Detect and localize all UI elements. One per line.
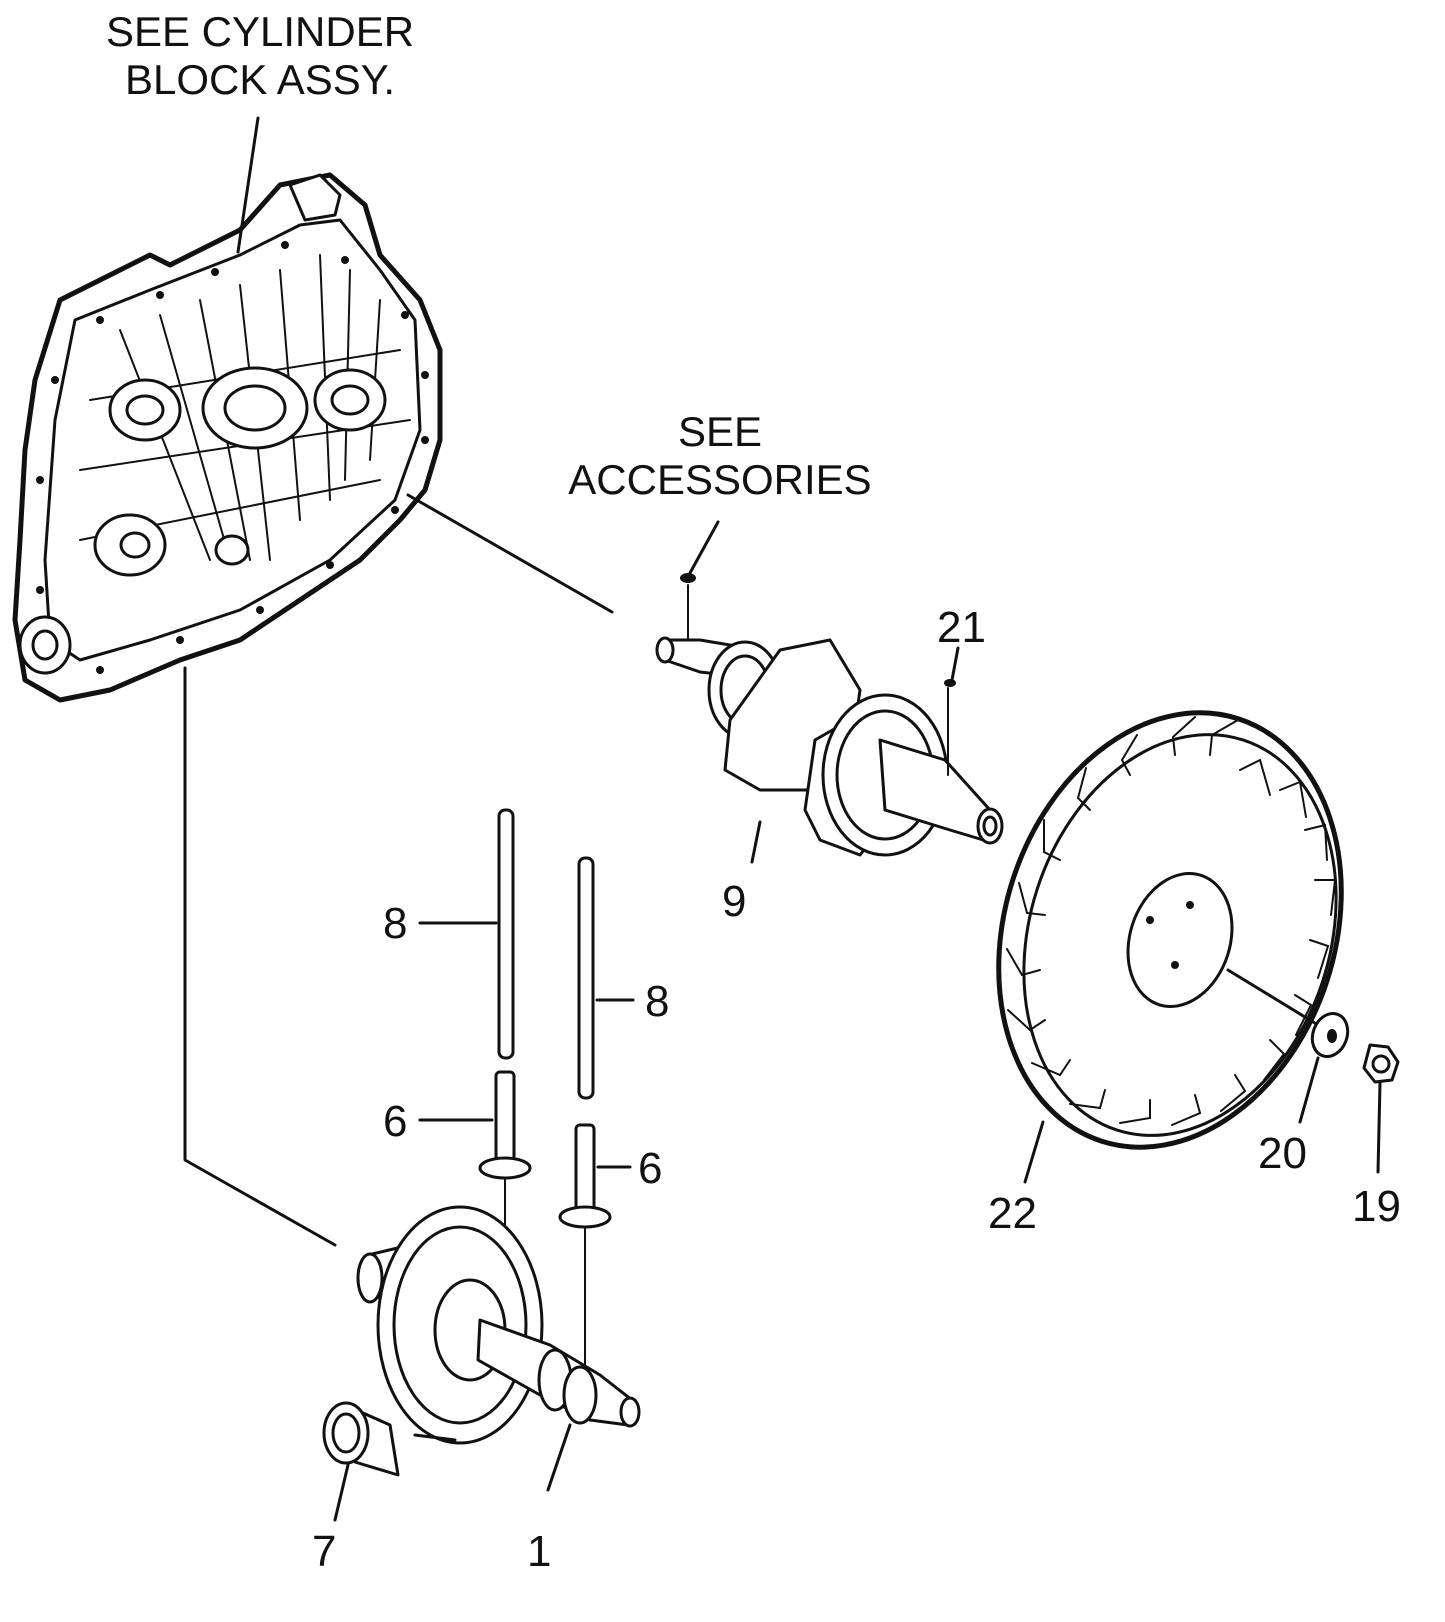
tappet-right — [558, 1123, 632, 1366]
part-label-6-left: 6 — [383, 1097, 408, 1146]
part-label-7: 7 — [312, 1527, 337, 1576]
cylinder-block-callout: SEE CYLINDER BLOCK ASSY. — [80, 8, 440, 104]
part-label-6-right: 6 — [638, 1144, 663, 1193]
part-label-21: 21 — [937, 603, 986, 652]
tappet-left — [418, 1070, 532, 1236]
camshaft — [356, 1205, 641, 1492]
accessories-callout-text: SEE ACCESSORIES — [568, 408, 872, 503]
part-label-9: 9 — [722, 877, 747, 926]
part-label-22: 22 — [988, 1189, 1037, 1238]
push-rod-left — [418, 808, 515, 1060]
flywheel-nut — [1362, 1043, 1400, 1174]
push-rod-right — [577, 856, 635, 1100]
part-label-8-left: 8 — [383, 899, 408, 948]
crankcase-cover — [12, 172, 443, 703]
accessories-callout: SEE ACCESSORIES — [540, 408, 900, 504]
flywheel-washer — [1298, 1012, 1350, 1124]
cylinder-block-callout-text: SEE CYLINDER BLOCK ASSY. — [105, 8, 415, 103]
flywheel — [996, 710, 1344, 1184]
crankshaft — [655, 573, 1004, 864]
part-label-8-right: 8 — [645, 977, 670, 1026]
part-label-20: 20 — [1258, 1129, 1307, 1178]
leader-lines — [183, 116, 960, 1247]
part-label-19: 19 — [1352, 1182, 1401, 1231]
cam-bushing — [322, 1401, 400, 1522]
part-label-1: 1 — [527, 1527, 552, 1576]
